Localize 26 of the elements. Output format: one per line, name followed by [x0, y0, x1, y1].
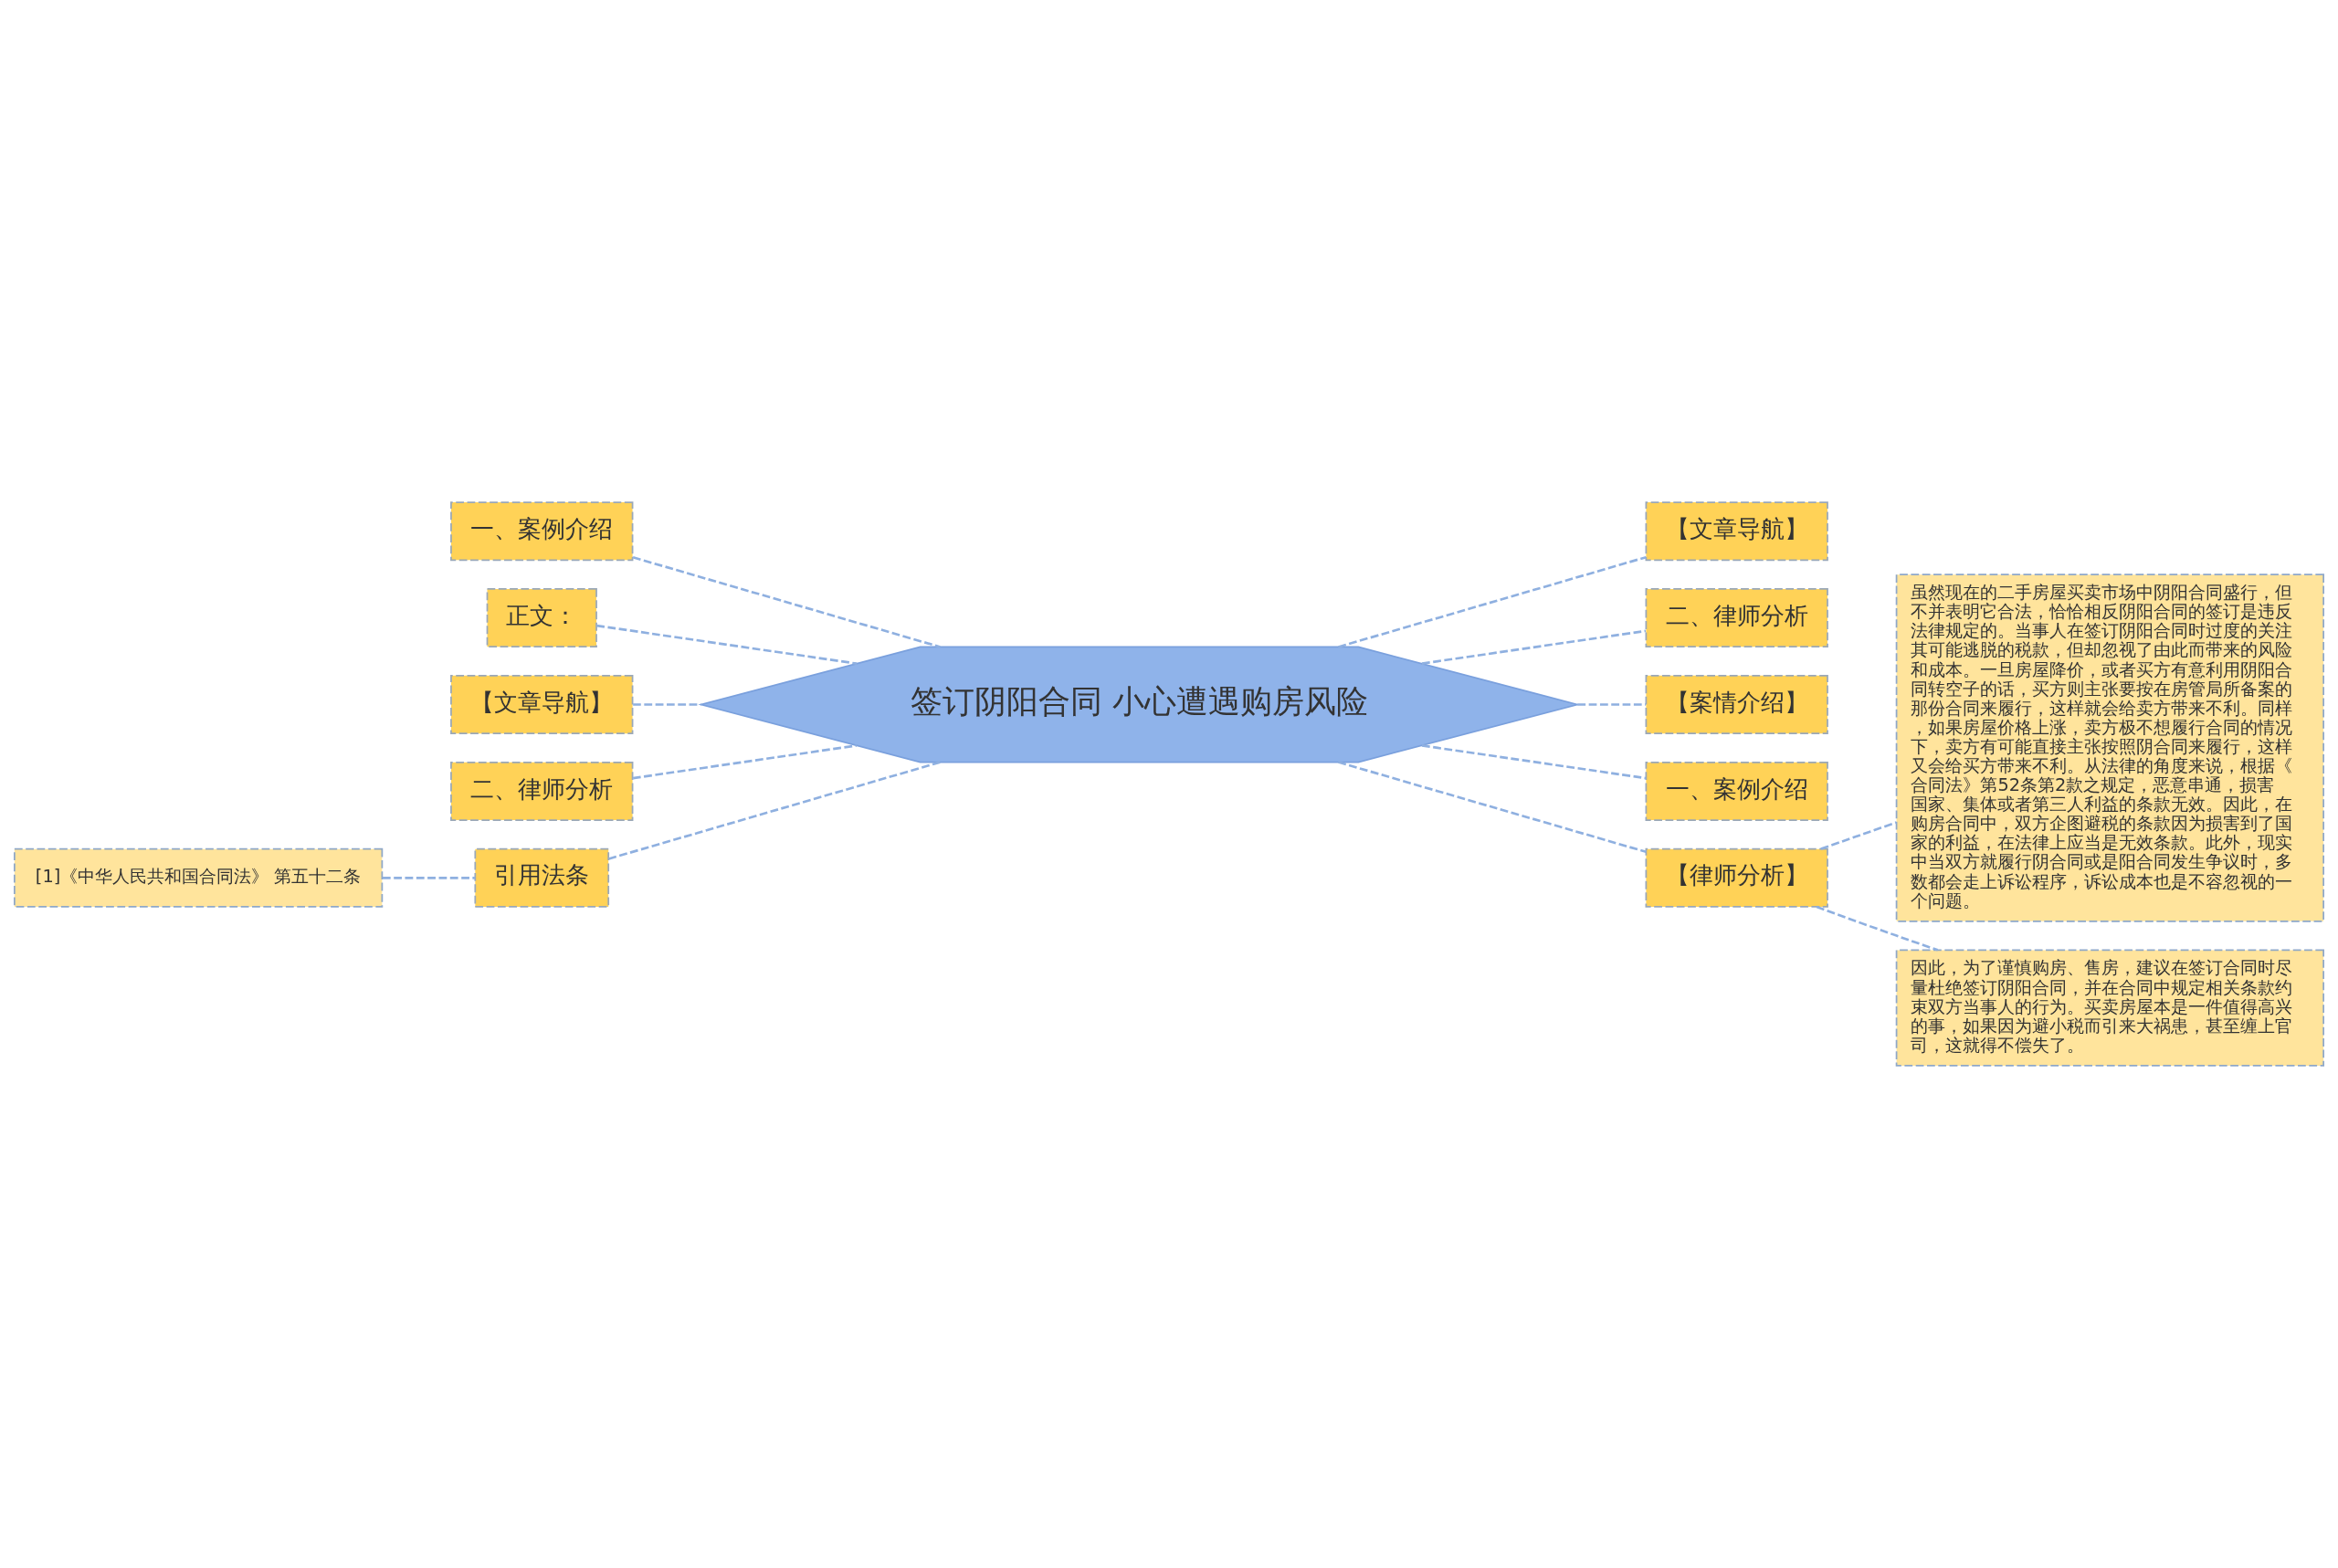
node-box: 一、案例介绍 — [450, 501, 634, 562]
connector — [1820, 821, 1897, 850]
connector — [596, 624, 858, 665]
connector — [632, 744, 857, 780]
node-box: 因此，为了谨慎购房、售房，建议在签订合同时尽量杜绝签订阴阳合同，并在合同中规定相关条款约束双方当事人的行为。买卖房屋本是一件值得高兴的事，如果因为避小税而引来大祸患，甚至缠上官司，这就得不偿失了。 — [1895, 949, 2324, 1067]
connector — [1577, 703, 1647, 706]
node-box: 【律师分析】 — [1645, 847, 1828, 908]
connector — [1816, 905, 1939, 952]
node-box: 二、律师分析 — [1645, 588, 1828, 648]
node-box: [1]《中华人民共和国合同法》 第五十二条 — [14, 847, 384, 908]
connector — [1421, 629, 1647, 665]
connector — [1338, 555, 1647, 648]
connector — [633, 703, 701, 706]
node-box: 【文章导航】 — [1645, 501, 1828, 562]
node-box: 虽然现在的二手房屋买卖市场中阴阳合同盛行，但不并表明它合法，恰恰相反阴阳合同的签订是违反法律规定的。当事人在签订阴阳合同时过度的关注其可能逃脱的税款，但却忽视了由此而带来的风险和成本。一旦房屋降价，或者买方有意利用阴阳合同转空子的话，买方则主张要按在房管局所备案的那份合同来履行，这样就会给卖方带来不利。同样，如果房屋价格上涨，卖方极不想履行合同的情况下，卖方有可能直接主张按照阴合同来履行，这样又会给买方带来不利。从法律的角度来说，根据《合同法》第52条第2款之规定，恶意串通，损害国家、集体或者第三人利益的条款无效。因此，在购房合同中，双方企图避税的条款因为损害到了国家的利益，在法律上应当是无效条款。此外，现实中当双方就履行阴合同或是阳合同发生争议时，多数都会走上诉讼程序，诉讼成本也是不容忽视的一个问题。 — [1895, 574, 2324, 922]
node-box: 一、案例介绍 — [1645, 761, 1828, 821]
connector — [1421, 744, 1647, 780]
node-box: 【文章导航】 — [450, 675, 634, 734]
connector — [632, 556, 941, 648]
connector — [1338, 761, 1647, 854]
node-box: 二、律师分析 — [450, 761, 634, 821]
connector — [608, 761, 941, 860]
node-box: 引用法条 — [474, 847, 610, 908]
connector — [382, 877, 475, 879]
node-box: 正文： — [486, 588, 597, 648]
node-box: 【案情介绍】 — [1645, 675, 1828, 734]
